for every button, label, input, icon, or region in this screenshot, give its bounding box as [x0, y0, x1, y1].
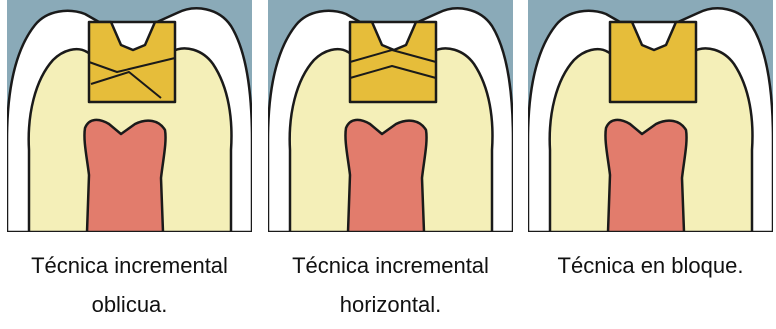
- caption-line-1: Técnica incremental: [7, 246, 252, 285]
- panel-horizontal-technique: Técnica incremental horizontal.: [268, 0, 513, 329]
- caption-line-2: horizontal.: [268, 285, 513, 324]
- caption-line-1: Técnica incremental: [268, 246, 513, 285]
- caption: Técnica incremental horizontal.: [268, 246, 513, 324]
- panel-bulk-technique: Técnica en bloque.: [528, 0, 773, 329]
- caption: Técnica en bloque.: [528, 246, 773, 285]
- caption-line-2: oblicua.: [7, 285, 252, 324]
- tooth-bulk-illustration: [528, 0, 773, 232]
- pulp: [605, 120, 686, 232]
- pulp: [345, 120, 426, 232]
- panel-oblique-technique: Técnica incremental oblicua.: [7, 0, 252, 329]
- caption-line-1: Técnica en bloque.: [528, 246, 773, 285]
- tooth-horizontal-illustration: [268, 0, 513, 232]
- pulp: [84, 120, 165, 232]
- tooth-oblique-illustration: [7, 0, 252, 232]
- caption: Técnica incremental oblicua.: [7, 246, 252, 324]
